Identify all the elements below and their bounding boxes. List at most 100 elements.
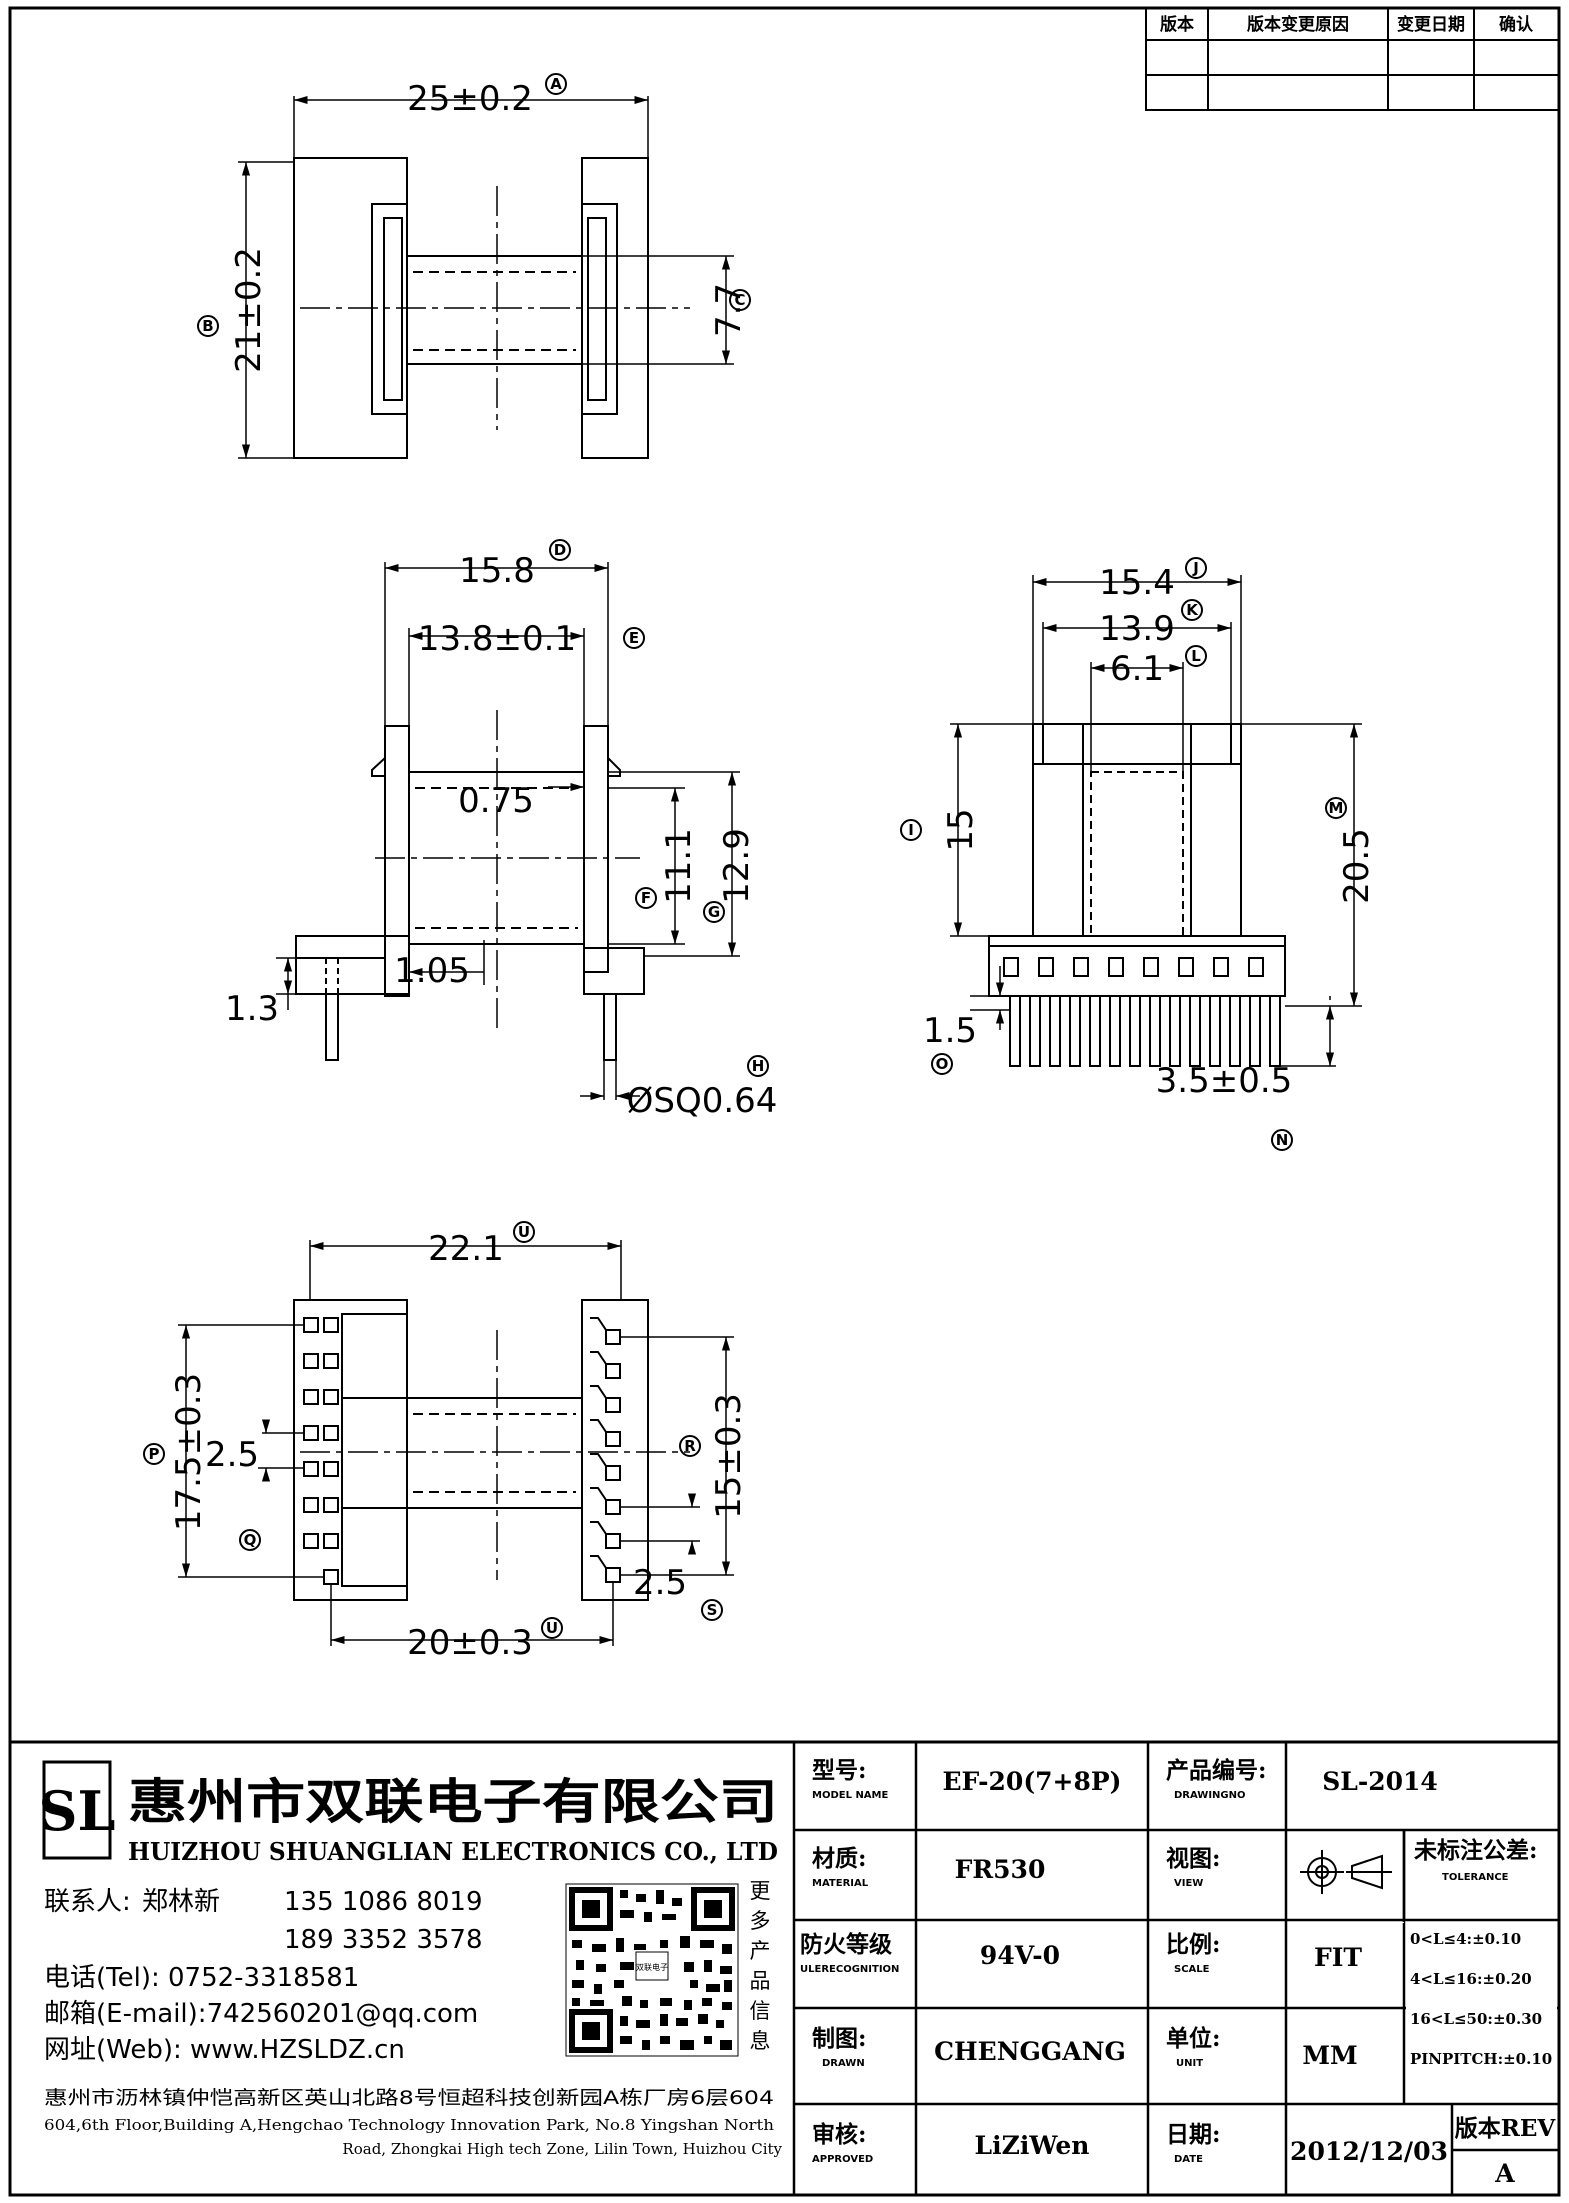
tolerance-line-4: PINPITCH:±0.10 <box>1410 2050 1552 2068</box>
marker-i: I <box>900 819 922 841</box>
front-view <box>950 575 1362 1067</box>
scale-value: FIT <box>1314 1943 1362 1972</box>
marker-g: G <box>703 901 725 923</box>
svg-text:F: F <box>641 889 651 907</box>
dim-front-outer: 15.4 <box>1099 563 1175 603</box>
unit-label: 单位: <box>1166 2025 1221 2052</box>
contact-email: 邮箱(E-mail):742560201@qq.com <box>44 1999 478 2029</box>
marker-h: H <box>747 1055 769 1077</box>
fire-value: 94V-0 <box>980 1941 1060 1970</box>
dim-side-pin: ØSQ0.64 <box>627 1081 778 1121</box>
qr-caption-4: 品 <box>750 1969 771 1993</box>
date-value: 2012/12/03 <box>1290 2137 1448 2166</box>
top-view <box>238 95 734 459</box>
bottom-view <box>178 1240 734 1646</box>
tolerance-label: 未标注公差: <box>1414 1837 1538 1864</box>
marker-u-bottom: U <box>541 1617 563 1639</box>
svg-text:U: U <box>518 1223 530 1241</box>
marker-d: D <box>549 539 571 561</box>
scale-sub: SCALE <box>1174 1964 1210 1975</box>
dim-bottom-pitch-right: 15±0.3 <box>709 1393 749 1519</box>
projection-symbol-icon <box>1300 1850 1392 1894</box>
drawno-value: SL-2014 <box>1322 1767 1438 1796</box>
svg-text:O: O <box>936 1055 949 1073</box>
company-name-cn: 惠州市双联电子有限公司 <box>128 1774 778 1830</box>
model-label: 型号: <box>812 1757 867 1784</box>
approved-sub: APPROVED <box>812 2154 873 2165</box>
revision-table <box>1145 7 1560 111</box>
tolerance-line-3: 16<L≤50:±0.30 <box>1410 2010 1542 2028</box>
svg-text:L: L <box>1191 647 1201 665</box>
dim-front-pin-off: 1.5 <box>923 1011 977 1051</box>
rev-header-reason: 版本变更原因 <box>1247 14 1349 35</box>
drawn-sub: DRAWN <box>822 2058 865 2069</box>
rev-header-version: 版本 <box>1160 14 1194 35</box>
address-en-2: Road, Zhongkai High tech Zone, Lilin Tow… <box>342 2140 782 2158</box>
contact-label: 联系人: <box>44 1887 131 1917</box>
approved-value: LiZiWen <box>975 2131 1090 2160</box>
marker-r: R <box>679 1435 701 1457</box>
dim-front-h-total: 20.5 <box>1337 828 1377 904</box>
qr-caption-5: 信 <box>750 1999 771 2023</box>
marker-k: K <box>1181 599 1203 621</box>
date-label: 日期: <box>1166 2121 1221 2148</box>
marker-q: Q <box>239 1529 261 1551</box>
fire-label: 防火等级 <box>800 1931 892 1958</box>
svg-text:S: S <box>707 1601 718 1619</box>
material-value: FR530 <box>955 1855 1046 1884</box>
tolerance-sub: TOLERANCE <box>1442 1872 1509 1883</box>
address-cn: 惠州市沥林镇仲恺高新区英山北路8号恒超科技创新园A栋厂房6层604 <box>44 2087 774 2109</box>
qr-caption-1: 更 <box>750 1879 771 1903</box>
qr-caption-3: 产 <box>750 1939 771 1963</box>
company-logo: SL <box>39 1760 115 1860</box>
sheet-border <box>8 6 1561 2197</box>
qr-caption-6: 息 <box>750 2029 771 2053</box>
contact-web: 网址(Web): www.HZSLDZ.cn <box>44 2035 405 2065</box>
company-name-en: HUIZHOU SHUANGLIAN ELECTRONICS CO., LTD <box>128 1837 778 1866</box>
view-sub: VIEW <box>1174 1878 1203 1889</box>
drawn-label: 制图: <box>812 2025 867 2052</box>
svg-text:E: E <box>629 629 639 647</box>
title-block-grid <box>792 1742 1559 2195</box>
model-value: EF-20(7+8P) <box>942 1767 1121 1796</box>
contact-phone-2: 189 3352 3578 <box>284 1925 483 1955</box>
drawn-value: CHENGGANG <box>934 2037 1126 2066</box>
rev-header-date: 变更日期 <box>1397 14 1465 35</box>
contact-tel: 电话(Tel): 0752-3318581 <box>44 1963 359 1993</box>
svg-text:K: K <box>1186 601 1199 619</box>
dim-bottom-pin-space: 2.5 <box>205 1435 259 1475</box>
drawno-label: 产品编号: <box>1166 1757 1267 1784</box>
dim-bottom-width: 22.1 <box>428 1229 504 1269</box>
marker-a: A <box>545 73 567 95</box>
rev-value: A <box>1494 2159 1515 2188</box>
scale-label: 比例: <box>1166 1931 1221 1958</box>
svg-text:U: U <box>546 1619 558 1637</box>
dim-side-outer: 15.8 <box>459 551 535 591</box>
marker-c: C <box>729 289 751 311</box>
date-sub: DATE <box>1174 2154 1203 2165</box>
dim-bottom-pin-space-r: 2.5 <box>633 1563 687 1603</box>
contact-phone-1: 135 1086 8019 <box>284 1887 483 1917</box>
marker-u-top: U <box>513 1221 535 1243</box>
qr-code: 双联电子 <box>565 1883 739 2057</box>
address-en-1: 604,6th Floor,Building A,Hengchao Techno… <box>44 2116 774 2134</box>
marker-m: M <box>1325 797 1347 819</box>
marker-e: E <box>623 627 645 649</box>
material-sub: MATERIAL <box>812 1878 869 1889</box>
svg-text:J: J <box>1192 559 1199 577</box>
svg-text:M: M <box>1329 799 1344 817</box>
svg-text:H: H <box>752 1057 765 1075</box>
marker-n: N <box>1271 1129 1293 1151</box>
marker-p: P <box>143 1443 165 1465</box>
marker-f: F <box>635 887 657 909</box>
dim-side-base-h: 1.3 <box>225 989 279 1029</box>
dim-front-h15: 15 <box>941 808 981 851</box>
marker-l: L <box>1185 645 1207 667</box>
rev-label: 版本REV <box>1455 2115 1557 2142</box>
marker-s: S <box>701 1599 723 1621</box>
svg-text:G: G <box>708 903 720 921</box>
drawno-sub: DRAWINGNO <box>1174 1790 1246 1801</box>
dim-side-total-h: 12.9 <box>717 828 757 904</box>
tolerance-line-1: 0<L≤4:±0.10 <box>1410 1930 1521 1948</box>
